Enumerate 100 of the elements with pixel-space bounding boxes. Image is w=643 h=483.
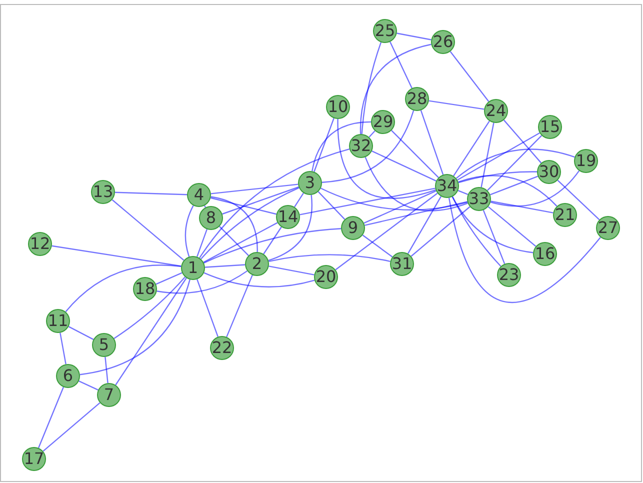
edge-line — [65, 264, 182, 312]
node-label: 6 — [62, 368, 74, 384]
edge-line — [222, 186, 299, 215]
edge-line — [322, 110, 414, 183]
edge-line — [337, 118, 436, 199]
edge-line — [503, 120, 542, 164]
graph-node-circle — [276, 205, 300, 229]
edge-line — [448, 198, 601, 303]
edge-line — [156, 272, 182, 285]
node-label: 7 — [104, 387, 114, 403]
edge-line — [112, 199, 184, 261]
graph-node-circle — [199, 206, 223, 230]
graph-node-circle — [210, 336, 234, 360]
node-label: 19 — [576, 153, 596, 169]
node-label: 26 — [432, 34, 454, 50]
graph-node-circle — [405, 87, 429, 111]
graph-node-circle — [484, 99, 508, 123]
node-label: 28 — [406, 91, 428, 107]
edge-line — [320, 188, 468, 210]
node-label: 24 — [486, 103, 506, 119]
edge-line — [184, 205, 194, 257]
edge-line — [456, 148, 575, 179]
edge-line — [452, 196, 502, 267]
graph-node-circle — [97, 383, 121, 407]
edge-line — [204, 228, 342, 264]
edge-line — [68, 326, 94, 340]
edge-line — [458, 190, 468, 196]
node-label: 8 — [206, 210, 216, 226]
node-label: 27 — [598, 220, 618, 236]
edge-line — [490, 200, 554, 214]
graph-node-circle — [91, 180, 115, 204]
edge-line — [335, 192, 438, 270]
node-label: 32 — [350, 138, 372, 154]
edge-line — [318, 191, 346, 220]
graph-node-circle — [187, 183, 211, 207]
graph-node-circle — [390, 252, 414, 276]
edge-line — [196, 229, 208, 257]
edge-line — [391, 130, 439, 178]
node-label: 22 — [212, 340, 232, 356]
edge-line — [490, 170, 580, 207]
edge-line — [263, 226, 282, 254]
node-label: 31 — [392, 256, 412, 272]
edge-line — [480, 122, 494, 188]
graph-node-circle — [533, 242, 557, 266]
edge-line — [490, 176, 538, 196]
edge-line — [204, 272, 315, 288]
graph-node-circle — [538, 115, 562, 139]
edge-line — [487, 135, 542, 191]
edge-line — [396, 32, 432, 40]
edge-line — [42, 402, 100, 452]
graph-node-circle — [431, 30, 455, 54]
edge-line — [364, 201, 468, 226]
edge-line — [294, 192, 304, 208]
node-label: 30 — [538, 164, 560, 180]
edge-line — [312, 121, 372, 172]
graph-node-circle — [497, 263, 521, 287]
edge-line — [199, 148, 350, 258]
graph-node-circle — [314, 265, 338, 289]
edge-line — [268, 266, 314, 276]
edge-line — [482, 210, 506, 264]
node-label: 5 — [98, 337, 110, 353]
edge-line — [360, 44, 432, 134]
edge-line — [210, 196, 258, 252]
edge-line — [420, 110, 444, 175]
edge-line — [458, 171, 537, 184]
edge-line — [52, 245, 182, 267]
node-label: 15 — [540, 119, 560, 135]
edge-line — [156, 270, 248, 294]
edge-line — [450, 51, 490, 102]
node-label: 29 — [372, 114, 394, 130]
edge-line — [210, 197, 276, 215]
edge-line — [60, 332, 66, 364]
node-label: 23 — [498, 267, 520, 283]
node-label: 17 — [24, 451, 44, 467]
graph-node-circle — [326, 95, 350, 119]
node-label: 13 — [92, 184, 114, 200]
node-label: 14 — [278, 209, 298, 225]
node-label: 4 — [194, 187, 204, 203]
node-label: 18 — [134, 281, 156, 297]
edge-line — [104, 356, 108, 384]
node-label: 12 — [30, 236, 50, 252]
node-label: 10 — [328, 99, 348, 115]
graph-node-circle — [537, 160, 561, 184]
graph-node-circle — [245, 252, 269, 276]
graph-node-circle — [92, 333, 116, 357]
node-label: 21 — [554, 207, 576, 223]
node-label: 20 — [316, 269, 336, 285]
edge-line — [300, 188, 436, 216]
graph-node-circle — [574, 149, 598, 173]
graph-node-circle — [371, 110, 395, 134]
node-label: 16 — [534, 246, 556, 262]
edge-line — [268, 194, 312, 262]
graph-node-circle — [467, 187, 491, 211]
edge-line — [364, 190, 436, 224]
graph-node-circle — [28, 232, 52, 256]
node-label: 34 — [436, 178, 458, 194]
edge-line — [362, 234, 393, 258]
graph-node-circle — [181, 256, 205, 280]
edge-line — [268, 254, 390, 262]
graph-node-circle — [373, 19, 397, 43]
